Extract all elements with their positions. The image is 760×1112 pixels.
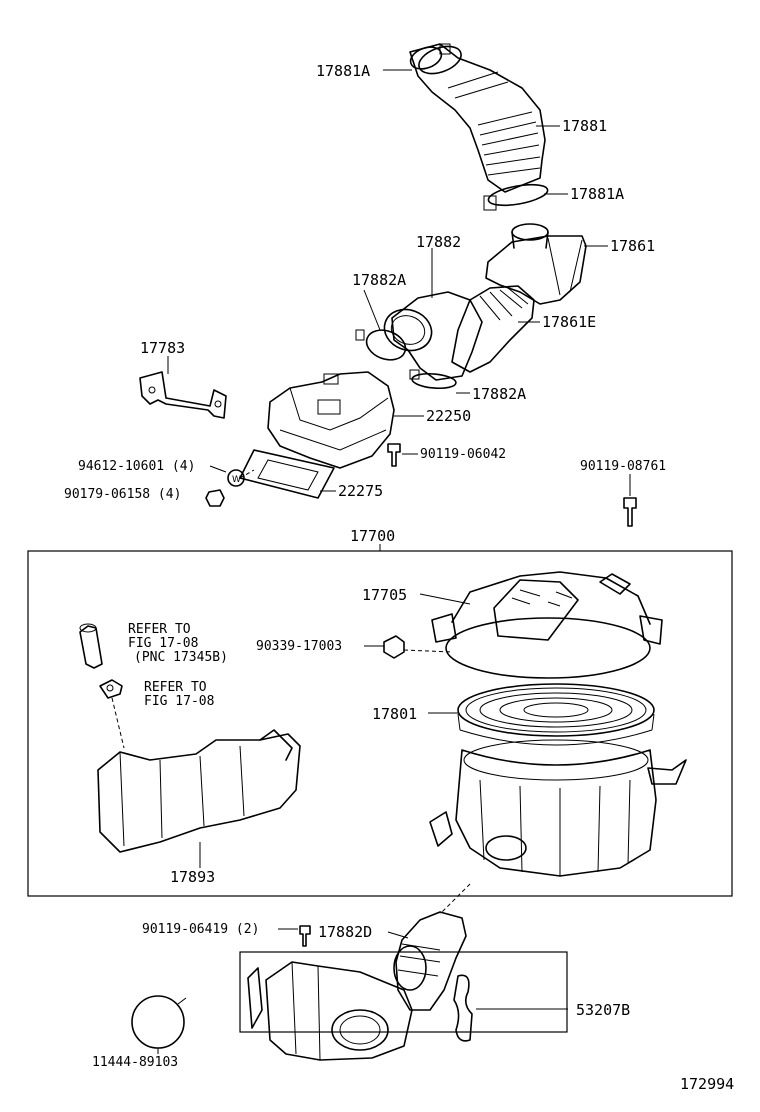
lower-box (239, 951, 568, 1033)
hose-clamp-17881a-lower (483, 183, 549, 211)
label-17881: 17881 (562, 117, 608, 135)
label-90339-17003: 90339-17003 (256, 639, 343, 654)
gasket-22275 (239, 449, 335, 499)
washer-94612: W (227, 469, 245, 487)
resonator-17893 (97, 729, 301, 853)
bolt-90119-06042 (387, 443, 401, 467)
meter-22250 (267, 371, 395, 469)
lower-case (429, 739, 687, 877)
label-17705: 17705 (362, 586, 408, 604)
label-22275: 22275 (338, 482, 384, 500)
hose-17882d (393, 911, 467, 1011)
label-refer-2-line2: FIG 17-08 (144, 694, 215, 709)
label-22250: 22250 (426, 407, 472, 425)
label-refer-1-line1: REFER TO (128, 622, 191, 637)
label-17700: 17700 (350, 527, 396, 545)
label-17861: 17861 (610, 237, 656, 255)
vsv-refer (79, 623, 103, 669)
cap-17705 (431, 571, 663, 679)
label-17893: 17893 (170, 868, 216, 886)
diagram-id: 172994 (680, 1075, 735, 1093)
label-90119-06042: 90119-06042 (420, 447, 507, 462)
label-90179-06158: 90179-06158 (4) (64, 487, 182, 502)
clamp-53207b (453, 974, 473, 1042)
label-90119-08761: 90119-08761 (580, 459, 667, 474)
svg-text:W: W (232, 475, 241, 485)
label-17882d: 17882D (318, 923, 373, 941)
label-refer-1-line2: FIG 17-08 (128, 636, 199, 651)
label-17882a-lower: 17882A (472, 385, 527, 403)
label-17881a-lower: 17881A (570, 185, 625, 203)
bracket-17783 (139, 371, 227, 419)
label-17801: 17801 (372, 705, 418, 723)
cap-11444 (131, 995, 187, 1049)
label-refer-2-line1: REFER TO (144, 680, 207, 695)
clamp-17882a-upper (355, 329, 407, 361)
lower-housing (247, 961, 413, 1061)
bolt-90119-08761 (623, 497, 637, 527)
duct-17861 (485, 223, 587, 305)
label-17861e: 17861E (542, 313, 597, 331)
label-11444-89103: 11444-89103 (92, 1055, 179, 1070)
bracket-refer (99, 679, 123, 699)
hose-clamp-17881a-upper (418, 43, 462, 75)
hose-17882 (383, 291, 483, 381)
plug-90339 (383, 635, 405, 659)
label-17783: 17783 (140, 339, 186, 357)
label-90119-06419: 90119-06419 (2) (142, 922, 260, 937)
label-refer-1-line3: (PNC 17345B) (134, 650, 228, 665)
label-53207b: 53207B (576, 1001, 631, 1019)
nut-90179 (205, 489, 225, 507)
label-94612-10601: 94612-10601 (4) (78, 459, 196, 474)
element-17801 (457, 683, 655, 746)
bolt-90119-06419 (299, 925, 311, 947)
clamp-17882a-lower (409, 369, 457, 390)
hose-17861e (451, 285, 535, 373)
upper-hose-17881 (409, 43, 546, 193)
leader-lines (111, 69, 631, 1054)
label-17882: 17882 (416, 233, 462, 251)
label-17881a-upper: 17881A (316, 62, 371, 80)
label-17882a-upper: 17882A (352, 271, 407, 289)
